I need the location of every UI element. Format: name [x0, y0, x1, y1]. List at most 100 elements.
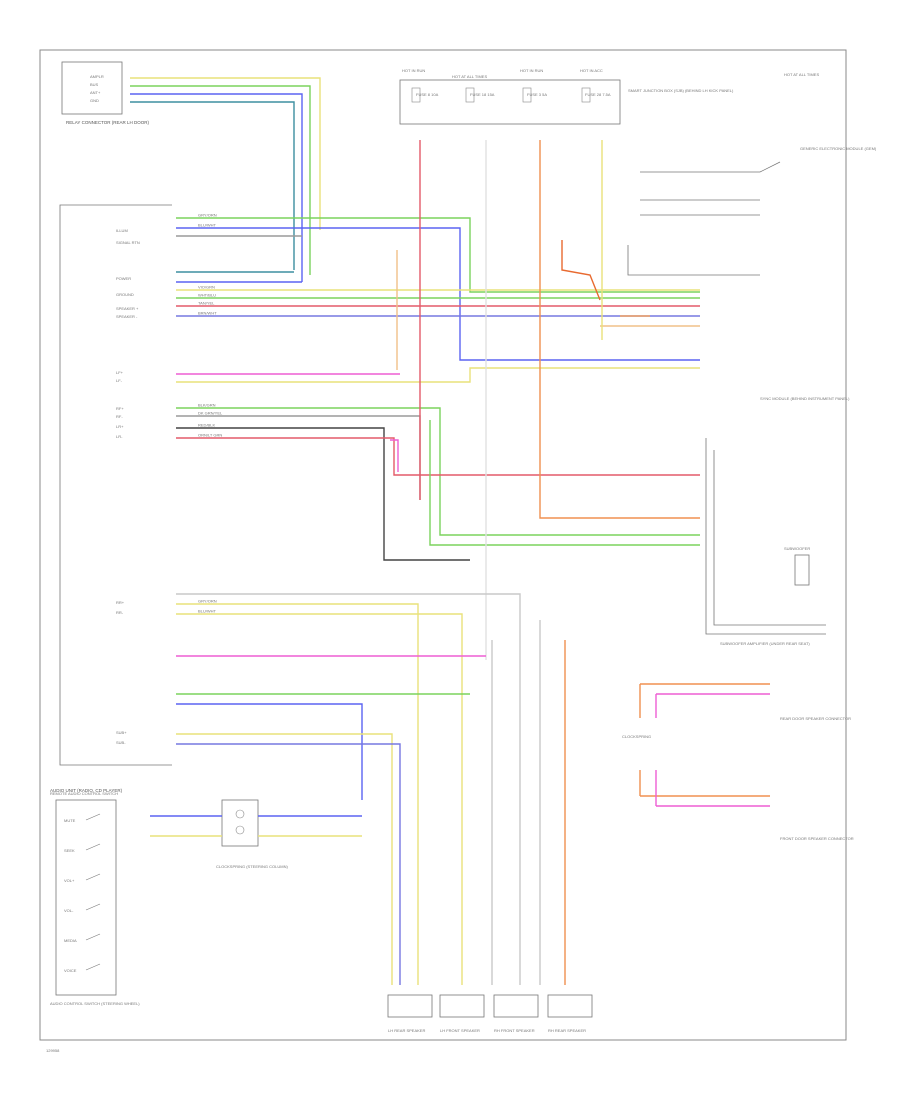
speaker-lh-rear: LH REAR SPEAKER [387, 994, 433, 1033]
wire-tag-6: BLK/GRN [198, 403, 216, 408]
door-connector-label-1: REAR DOOR SPEAKER CONNECTOR [780, 716, 851, 721]
wire-pink-spk [390, 439, 399, 472]
switch-label-2: VOL+ [64, 878, 75, 883]
speaker-lh-front: LH FRONT SPEAKER [439, 994, 485, 1033]
speaker-rh-front: RH FRONT SPEAKER [493, 994, 539, 1033]
wire-blue-top [130, 93, 303, 282]
switch-contact-1 [85, 843, 101, 851]
wire-orange-vert [539, 140, 700, 519]
fuse-box-1-label: HOT IN RUN [402, 68, 425, 73]
svg-text:LH FRONT SPEAKER: LH FRONT SPEAKER [440, 1028, 480, 1033]
wire-tag-10: GRY/ORN [198, 599, 217, 604]
wire-purple-low [176, 743, 401, 985]
fuse-box-3-label: HOT IN RUN [520, 68, 543, 73]
wire-tag-3: WHT/BLU [198, 293, 216, 298]
wire-red-spk [176, 437, 700, 476]
wire-tag-1: BLU/WHT [198, 223, 217, 228]
radio-pin-8: RF+ [116, 406, 124, 411]
svg-text:LH REAR SPEAKER: LH REAR SPEAKER [388, 1028, 425, 1033]
radio-pin-4: SPEAKER + [116, 306, 139, 311]
radio-pin-10: LR+ [116, 424, 124, 429]
radio-pin-14: SUB+ [116, 730, 127, 735]
wire-green-top [130, 85, 311, 275]
speaker-rh-rear: RH REAR SPEAKER [547, 994, 593, 1033]
wire-yellow-low-3 [176, 733, 393, 985]
switch-label-5: VOICE [64, 968, 77, 973]
wire-tag-2: VIO/GRN [198, 285, 215, 290]
radio-pin-12: RR+ [116, 600, 125, 605]
sjb-fuse-panel [399, 79, 621, 125]
clockspring-right-label: CLOCKSPRING [622, 734, 651, 739]
radio-pin-13: RR- [116, 610, 124, 615]
switch-label-3: VOL- [64, 908, 74, 913]
radio-pin-2: POWER [116, 276, 131, 281]
wire-tag-8: RED/BLK [198, 423, 215, 428]
steering-switch-label: AUDIO CONTROL SWITCH (STEERING WHEEL) [50, 1001, 140, 1006]
fuse-symbols [411, 87, 591, 103]
radio-pin-6: LF+ [116, 370, 124, 375]
svg-text:BUS: BUS [90, 82, 99, 87]
wire-yellow-3 [176, 367, 700, 383]
svg-text:RH FRONT SPEAKER: RH FRONT SPEAKER [494, 1028, 535, 1033]
switch-contact-4 [85, 933, 101, 941]
wires [130, 77, 770, 985]
figure-id: 129958 [46, 1048, 60, 1053]
wire-tag-11: BLU/WHT [198, 609, 217, 614]
radio-pin-0: ILLUM [116, 228, 128, 233]
radio-pin-15: SUB- [116, 740, 126, 745]
fuse-box-3-fuse: FUSE 3 5A [527, 92, 547, 97]
steering-switch-box [55, 799, 117, 996]
relay-connector-label: RELAY CONNECTOR (REAR LH DOOR) [66, 120, 150, 125]
wire-tag-5: BRN/WHT [198, 311, 217, 316]
gem-label: GENERIC ELECTRONIC MODULE (GEM) [800, 146, 877, 151]
door-connector-label-2: FRONT DOOR SPEAKER CONNECTOR [780, 836, 854, 841]
gem-connector-lines [640, 161, 781, 216]
fuse-box-4-label: HOT IN ACC [580, 68, 603, 73]
switch-contact-0 [85, 813, 101, 821]
wire-tag-7: DK GRN/YEL [198, 411, 223, 416]
switch-contact-5 [85, 963, 101, 971]
wire-gray-low [176, 593, 521, 985]
sjb-label: SMART JUNCTION BOX (SJB) (BEHIND LH KICK… [628, 88, 734, 93]
subwoofer-amp-outline [705, 438, 826, 635]
svg-text:GND: GND [90, 98, 99, 103]
wire-tag-0: GRY/ORN [198, 213, 217, 218]
wire-yellow-low-1 [176, 603, 419, 985]
relay-connector-box [61, 61, 123, 115]
radio-pin-3: GROUND [116, 292, 134, 297]
radio-unit-label: AUDIO UNIT (RADIO, CD PLAYER) [50, 788, 123, 793]
switch-contact-2 [85, 873, 101, 881]
clockspring-label: CLOCKSPRING (STEERING COLUMN) [216, 864, 288, 869]
wire-green-spk-2 [429, 420, 700, 546]
radio-unit-outline [59, 204, 172, 766]
subwoofer-speaker [794, 554, 810, 586]
radio-pin-5: SPEAKER - [116, 314, 138, 319]
wire-blue-1 [176, 227, 700, 361]
wire-tag-9: ORN/LT GRN [198, 433, 222, 438]
subwoofer-amp-inner [713, 450, 826, 626]
wire-blue-low [176, 703, 363, 800]
radio-pin-9: RF- [116, 414, 123, 419]
header-right-label: HOT AT ALL TIMES [784, 72, 819, 77]
switch-contact-3 [85, 903, 101, 911]
wire-color-tags: GRY/ORN BLU/WHT VIO/GRN WHT/BLU TAN/YEL BRN/W… [198, 213, 223, 614]
subwoofer-label: SUBWOOFER [784, 546, 810, 551]
radio-pin-11: LR- [116, 434, 123, 439]
wire-yellow-top [130, 77, 321, 230]
fuse-box-1-fuse: FUSE 8 10A [416, 92, 439, 97]
sync-module-label: SYNC MODULE (BEHIND INSTRUMENT PANEL) [760, 396, 850, 401]
wire-green-1 [176, 217, 700, 293]
svg-text:ANT+: ANT+ [90, 90, 101, 95]
switch-label-0: MUTE [64, 818, 76, 823]
fuse-box-2-label: HOT AT ALL TIMES [452, 74, 487, 79]
gem-module-outline [627, 245, 760, 276]
wire-tag-4: TAN/YEL [198, 301, 215, 306]
switch-label-1: SEEK [64, 848, 75, 853]
clockspring-box [221, 799, 259, 847]
fuse-box-4-fuse: FUSE 28 7.5A [585, 92, 611, 97]
wire-yellow-low-2 [176, 613, 463, 985]
fuse-box-2-fuse: FUSE 18 15A [470, 92, 495, 97]
svg-text:AMPLR: AMPLR [90, 74, 104, 79]
